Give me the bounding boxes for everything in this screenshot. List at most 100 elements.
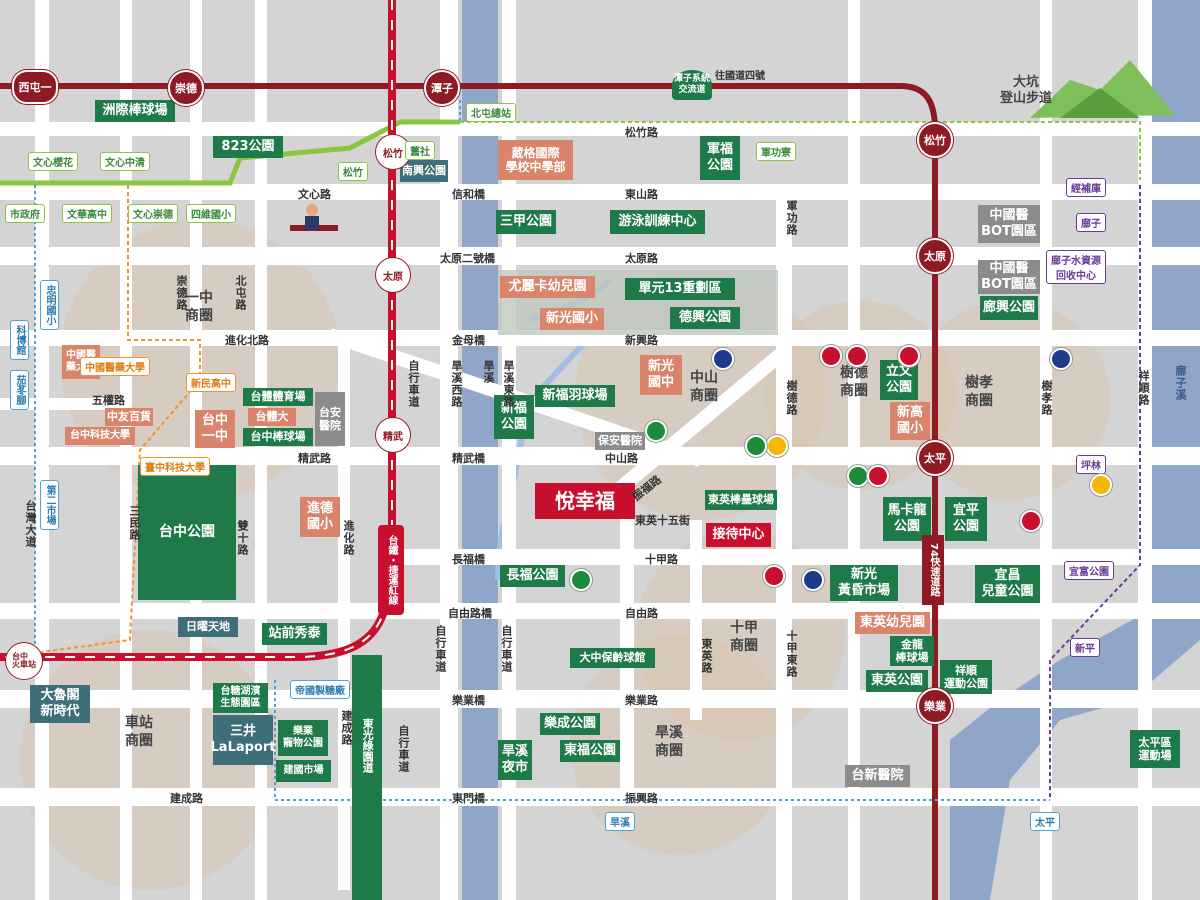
road-dongying: 東英路 bbox=[700, 638, 713, 674]
rail-line-label: 台鐵・捷運紅線 bbox=[378, 525, 404, 615]
expressway-label: 74快速道路 bbox=[922, 535, 944, 605]
station-leye[interactable]: 樂業 bbox=[917, 688, 953, 724]
leye-pet-park: 樂業 寵物公園 bbox=[278, 720, 328, 756]
bridge-jinmu: 金母橋 bbox=[452, 334, 485, 347]
district-label-shuxiao: 樹孝 商圈 bbox=[965, 375, 993, 409]
store-pin-icon bbox=[898, 345, 920, 367]
mitsui-lalaport: 三井 LaLaport bbox=[211, 715, 276, 765]
nanxing-park: 南興公園 bbox=[400, 160, 448, 182]
bus-beitun-terminal[interactable]: 北屯總站 bbox=[466, 103, 516, 122]
bus-diguo-sugar[interactable]: 帝國製糖廠 bbox=[290, 680, 350, 699]
xinguang-dusk-market: 新光 黃昏市場 bbox=[830, 565, 898, 601]
road-shijia: 十甲路 bbox=[645, 553, 678, 566]
zhongtech-label: 台中科技大學 bbox=[65, 427, 135, 445]
bus-china-med-univ[interactable]: 中國醫藥大學 bbox=[80, 357, 150, 376]
bridge-leye: 樂業橋 bbox=[452, 694, 485, 707]
bus-taiping[interactable]: 太平 bbox=[1030, 812, 1060, 831]
bridge-ziyou: 自由路橋 bbox=[448, 607, 492, 620]
bus-wenxin-chongde[interactable]: 文心崇德 bbox=[128, 204, 178, 223]
road-ziyou: 自由路 bbox=[625, 607, 658, 620]
green-metro-line bbox=[0, 119, 460, 186]
road-wuquan: 五權路 bbox=[92, 394, 125, 407]
station-jingwu[interactable]: 精武 bbox=[376, 418, 410, 452]
station-songzhu-east[interactable]: 松竹 bbox=[917, 122, 953, 158]
road-shijia-east: 十甲東路 bbox=[785, 630, 798, 678]
road-hanxi: 旱溪 bbox=[482, 360, 495, 384]
zhongyou-dept: 中友百貨 bbox=[105, 408, 153, 426]
road-xinxing: 新興路 bbox=[625, 334, 658, 347]
station-songzhu-rail[interactable]: 松竹 bbox=[376, 135, 410, 169]
bus-junfu[interactable]: 軍功寮 bbox=[756, 142, 796, 161]
road-taiyuan: 太原路 bbox=[625, 252, 658, 265]
yulika-kindergarten: 尤麗卡幼兒園 bbox=[500, 276, 595, 298]
bus-wenxin-yinghua[interactable]: 文心櫻花 bbox=[28, 152, 78, 171]
bike-path-1: 自行車道 bbox=[407, 360, 420, 408]
mcdonalds-icon bbox=[1090, 474, 1112, 496]
park-yiping: 宜平 公園 bbox=[945, 497, 987, 541]
jinde-elementary: 進德 國小 bbox=[300, 497, 340, 537]
bridge-xinghe: 信和橋 bbox=[452, 188, 485, 201]
taiti-gym: 台體體育場 bbox=[243, 388, 313, 406]
bus-pinglin[interactable]: 坪林 bbox=[1076, 455, 1106, 474]
bus-liaozi[interactable]: 廍子 bbox=[1076, 213, 1106, 232]
station-chongde[interactable]: 崇德 bbox=[168, 70, 204, 106]
district-label-zhongshan: 中山 商圈 bbox=[690, 370, 718, 404]
bus-jiushe[interactable]: 舊社 bbox=[405, 141, 435, 160]
bus-siwei-elem[interactable]: 四維國小 bbox=[186, 204, 236, 223]
bridge-taiyuan2: 太原二號橋 bbox=[440, 252, 495, 265]
dalu-ge: 大魯閣 新時代 bbox=[30, 685, 90, 723]
bridge-dongmen: 東門橋 bbox=[452, 792, 485, 805]
station-tanzi[interactable]: 潭子 bbox=[424, 70, 460, 106]
baoan-hospital: 保安醫院 bbox=[595, 432, 645, 450]
bus-kebo[interactable]: 科博館 bbox=[10, 320, 29, 360]
bus-second-market[interactable]: 第二市場 bbox=[40, 480, 59, 530]
station-xitun1[interactable]: 西屯一 bbox=[12, 70, 58, 104]
china-med-bot-1: 中國醫 BOT園區 bbox=[978, 205, 1040, 243]
district-label-shude: 樹德 商圈 bbox=[840, 365, 868, 399]
xinguang-junior: 新光 國中 bbox=[640, 355, 682, 395]
reception-center: 接待中心 bbox=[706, 523, 771, 547]
tanzi-interchange: 潭子系統 交流道 bbox=[672, 70, 712, 100]
tailu-hubin: 台糖湖濱 生態園區 bbox=[213, 683, 268, 713]
bus-city-hall[interactable]: 市政府 bbox=[5, 204, 45, 223]
project-yuexingfu: 悅幸福 bbox=[535, 483, 635, 519]
bus-yifu-park[interactable]: 宜富公園 bbox=[1064, 561, 1114, 580]
taian-hospital: 台安 醫院 bbox=[315, 392, 345, 446]
bus-songzhu[interactable]: 松竹 bbox=[338, 162, 368, 181]
park-sanjia: 三甲公園 bbox=[496, 210, 556, 234]
bus-zhongming-elem[interactable]: 忠明國小 bbox=[40, 280, 59, 330]
bus-xinping[interactable]: 新平 bbox=[1070, 638, 1100, 657]
station-taiping[interactable]: 太平 bbox=[917, 440, 953, 476]
uniqlo-icon bbox=[867, 465, 889, 487]
liaozi-river bbox=[950, 0, 1200, 900]
store-pin-icon bbox=[802, 569, 824, 591]
station-taiyuan-east[interactable]: 太原 bbox=[917, 238, 953, 274]
bus-wenhua-hs[interactable]: 文華高中 bbox=[62, 204, 112, 223]
district-label-station: 車站 商圈 bbox=[125, 715, 153, 749]
swim-center: 游泳訓練中心 bbox=[610, 210, 705, 234]
dazhong-bowling: 大中保齡球館 bbox=[570, 648, 655, 668]
road-jiancheng-v: 建成路 bbox=[340, 710, 353, 746]
bus-taichung-tech[interactable]: 臺中科技大學 bbox=[140, 457, 210, 476]
bus-wenxin-zhongqing[interactable]: 文心中清 bbox=[100, 152, 150, 171]
station-taichung-railway[interactable]: 台中 火車站 bbox=[6, 643, 42, 679]
xinguang-elementary: 新光國小 bbox=[540, 308, 604, 330]
bus-jingpu[interactable]: 經補庫 bbox=[1066, 178, 1106, 197]
bike-path-4: 自行車道 bbox=[397, 725, 410, 773]
store-pin-icon bbox=[763, 565, 785, 587]
seven-eleven-icon bbox=[645, 420, 667, 442]
road-sanmin: 三民路 bbox=[128, 505, 141, 541]
bus-maoling[interactable]: 茄苳腳 bbox=[10, 370, 29, 410]
road-wenxin: 文心路 bbox=[298, 188, 331, 201]
jiancheng-market: 建國市場 bbox=[276, 760, 331, 782]
bus-liaozi-water[interactable]: 廍子水資源 回收中心 bbox=[1046, 250, 1106, 284]
hanxi-night-market: 旱溪 夜市 bbox=[498, 740, 532, 780]
xinfu-badminton: 新福羽球場 bbox=[535, 385, 615, 407]
station-taiyuan-rail[interactable]: 太原 bbox=[376, 258, 410, 292]
bus-hanxi[interactable]: 旱溪 bbox=[605, 812, 635, 831]
seven-eleven-icon bbox=[570, 569, 592, 591]
mountain-illustration bbox=[1030, 60, 1175, 118]
store-pin-icon bbox=[745, 435, 767, 457]
bus-xinmin-hs[interactable]: 新民高中 bbox=[186, 373, 236, 392]
